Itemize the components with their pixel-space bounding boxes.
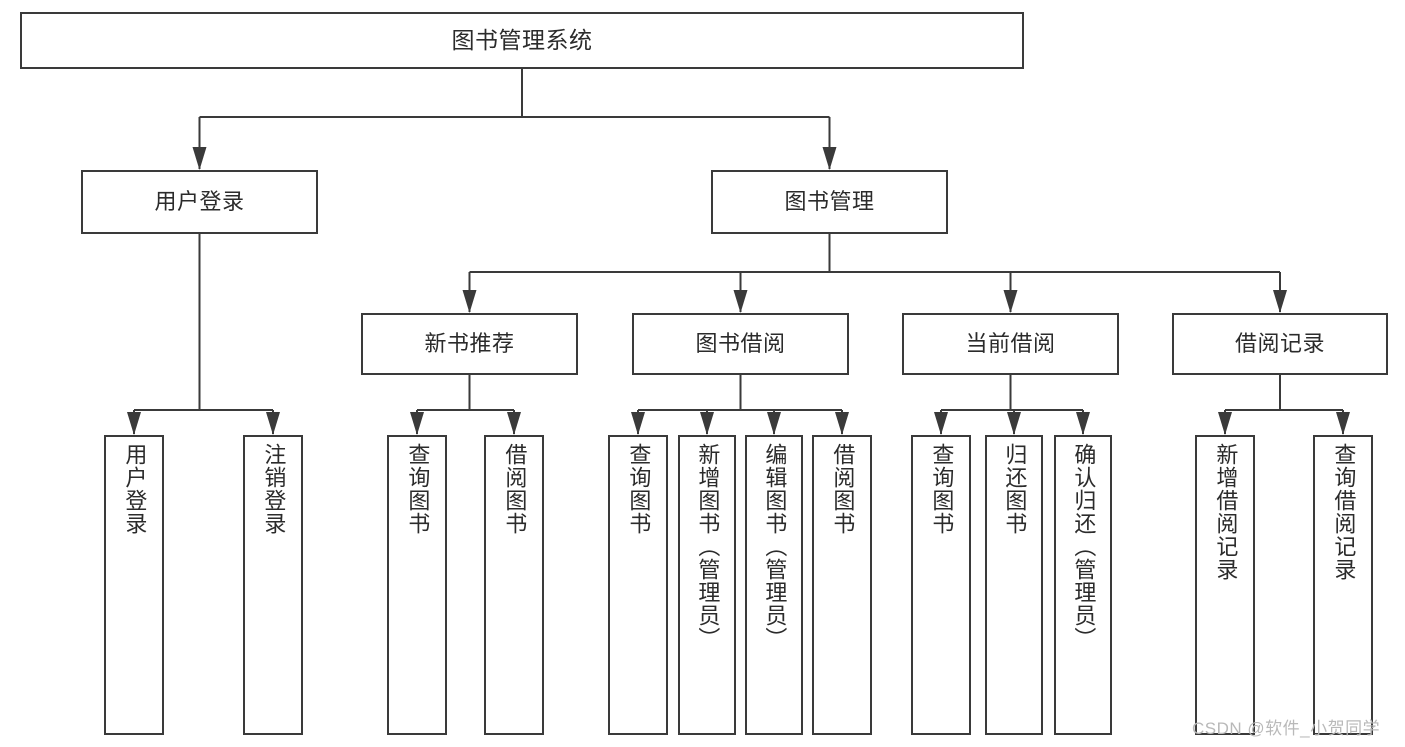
node-label: 查询图书 (929, 443, 955, 535)
arrowhead-icon (934, 412, 948, 435)
node-leaf-cur-confirm[interactable]: 确认归还（管理员） (1054, 435, 1112, 735)
node-label: 用户登录 (122, 443, 148, 535)
node-l3-current[interactable]: 当前借阅 (902, 313, 1119, 375)
node-label: 新增图书（管理员） (695, 443, 721, 650)
arrowhead-icon (507, 412, 521, 435)
node-label: 注销登录 (261, 443, 287, 535)
node-label: 图书借阅 (695, 330, 786, 356)
node-label: 借阅记录 (1234, 330, 1325, 356)
node-leaf-bk-borrow[interactable]: 借阅图书 (812, 435, 872, 735)
node-label: 新增借阅记录 (1213, 443, 1239, 581)
node-label: 编辑图书（管理员） (762, 443, 788, 650)
arrowhead-icon (192, 147, 207, 170)
node-leaf-bk-query[interactable]: 查询图书 (608, 435, 668, 735)
node-l3-borrow[interactable]: 图书借阅 (632, 313, 849, 375)
arrowhead-icon (700, 412, 714, 435)
node-leaf-user-login[interactable]: 用户登录 (104, 435, 164, 735)
arrowhead-icon (835, 412, 849, 435)
node-label: 当前借阅 (965, 330, 1056, 356)
node-label: 借阅图书 (502, 443, 528, 535)
watermark: CSDN @软件_小贺同学 (1192, 719, 1381, 738)
node-label: 图书管理系统 (451, 26, 593, 53)
arrowhead-icon (127, 412, 141, 435)
node-leaf-nb-borrow[interactable]: 借阅图书 (484, 435, 544, 735)
node-l3-record[interactable]: 借阅记录 (1172, 313, 1388, 375)
node-label: 用户登录 (154, 188, 245, 214)
node-l3-newbook[interactable]: 新书推荐 (361, 313, 578, 375)
node-leaf-user-logout[interactable]: 注销登录 (243, 435, 303, 735)
arrowhead-icon (266, 412, 280, 435)
arrowhead-icon (410, 412, 424, 435)
node-root[interactable]: 图书管理系统 (20, 12, 1024, 69)
arrowhead-icon (1218, 412, 1232, 435)
arrowhead-icon (631, 412, 645, 435)
node-label: 新书推荐 (424, 330, 515, 356)
node-leaf-bk-add[interactable]: 新增图书（管理员） (678, 435, 736, 735)
node-label: 查询借阅记录 (1331, 443, 1357, 581)
arrowhead-icon (1273, 290, 1287, 313)
node-label: 借阅图书 (830, 443, 856, 535)
node-leaf-cur-return[interactable]: 归还图书 (985, 435, 1043, 735)
arrowhead-icon (1076, 412, 1090, 435)
node-l2-book[interactable]: 图书管理 (711, 170, 948, 234)
node-leaf-rec-add[interactable]: 新增借阅记录 (1195, 435, 1255, 735)
node-leaf-cur-query[interactable]: 查询图书 (911, 435, 971, 735)
arrowhead-icon (1007, 412, 1021, 435)
arrowhead-icon (462, 290, 477, 313)
node-label: 查询图书 (405, 443, 431, 535)
node-label: 确认归还（管理员） (1071, 443, 1097, 650)
node-label: 图书管理 (784, 188, 875, 214)
arrowhead-icon (733, 290, 748, 313)
node-leaf-nb-query[interactable]: 查询图书 (387, 435, 447, 735)
arrowhead-icon (822, 147, 837, 170)
arrowhead-icon (767, 412, 781, 435)
node-l2-login[interactable]: 用户登录 (81, 170, 318, 234)
arrowhead-icon (1336, 412, 1350, 435)
node-leaf-rec-query[interactable]: 查询借阅记录 (1313, 435, 1373, 735)
node-label: 查询图书 (626, 443, 652, 535)
node-label: 归还图书 (1002, 443, 1028, 535)
arrowhead-icon (1003, 290, 1018, 313)
node-leaf-bk-edit[interactable]: 编辑图书（管理员） (745, 435, 803, 735)
